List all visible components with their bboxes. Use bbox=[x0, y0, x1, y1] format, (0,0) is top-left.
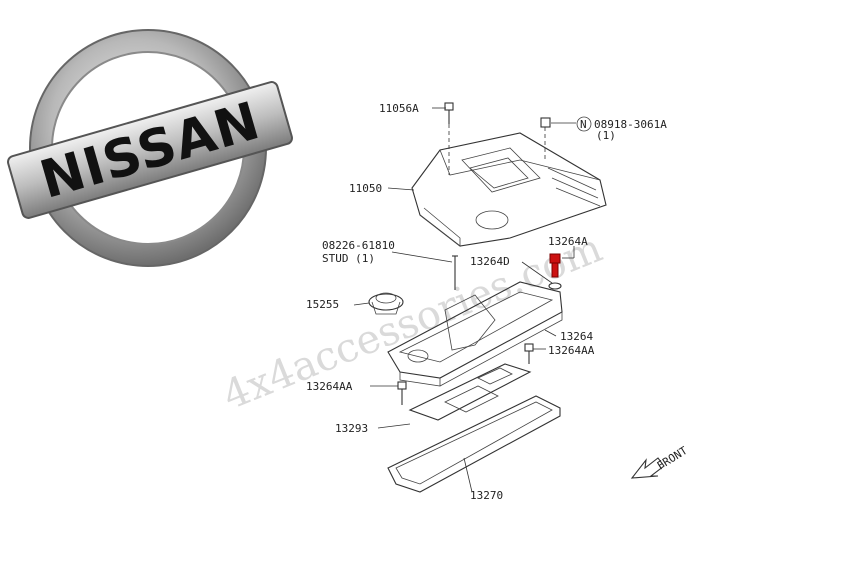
bolt-13264aa-right bbox=[524, 343, 534, 364]
callout-13264: 13264 bbox=[560, 330, 593, 343]
baffle-13293 bbox=[408, 363, 532, 421]
oil-cap-15255 bbox=[368, 292, 404, 315]
bolt-13264aa-left bbox=[397, 381, 407, 405]
callout-11050: 11050 bbox=[349, 182, 382, 195]
front-arrow-icon: FRONT bbox=[630, 444, 690, 479]
callout-08226: 08226-61810 bbox=[322, 239, 395, 252]
bolt-13264a-highlight bbox=[549, 253, 561, 278]
callout-08918-prefix: N bbox=[580, 118, 587, 131]
rocker-cover-13264 bbox=[387, 281, 563, 387]
engine-cover bbox=[411, 132, 607, 247]
callout-13264d: 13264D bbox=[470, 255, 510, 268]
washer-13264d bbox=[548, 282, 562, 290]
leader-lines bbox=[353, 107, 576, 493]
callout-labels: 11056A N 08918-3061A (1) 11050 08226-618… bbox=[306, 102, 667, 502]
callout-08918: 08918-3061A bbox=[594, 118, 667, 131]
callout-11056a: 11056A bbox=[379, 102, 419, 115]
front-label: FRONT bbox=[655, 444, 690, 473]
callout-08226-sub: STUD (1) bbox=[322, 252, 375, 265]
gasket-13270 bbox=[387, 395, 561, 493]
nissan-logo: NISSAN bbox=[7, 29, 293, 267]
bolt-11056a bbox=[444, 102, 454, 175]
callout-13270: 13270 bbox=[470, 489, 503, 502]
callout-13264aa-left: 13264AA bbox=[306, 380, 353, 393]
nut-08918 bbox=[540, 117, 551, 160]
callout-13293: 13293 bbox=[335, 422, 368, 435]
callout-13264aa-right: 13264AA bbox=[548, 344, 595, 357]
stud-08226 bbox=[452, 255, 458, 290]
callout-15255: 15255 bbox=[306, 298, 339, 311]
callout-08918-sub: (1) bbox=[596, 129, 616, 142]
callout-13264a: 13264A bbox=[548, 235, 588, 248]
n-circle-icon bbox=[576, 116, 592, 132]
